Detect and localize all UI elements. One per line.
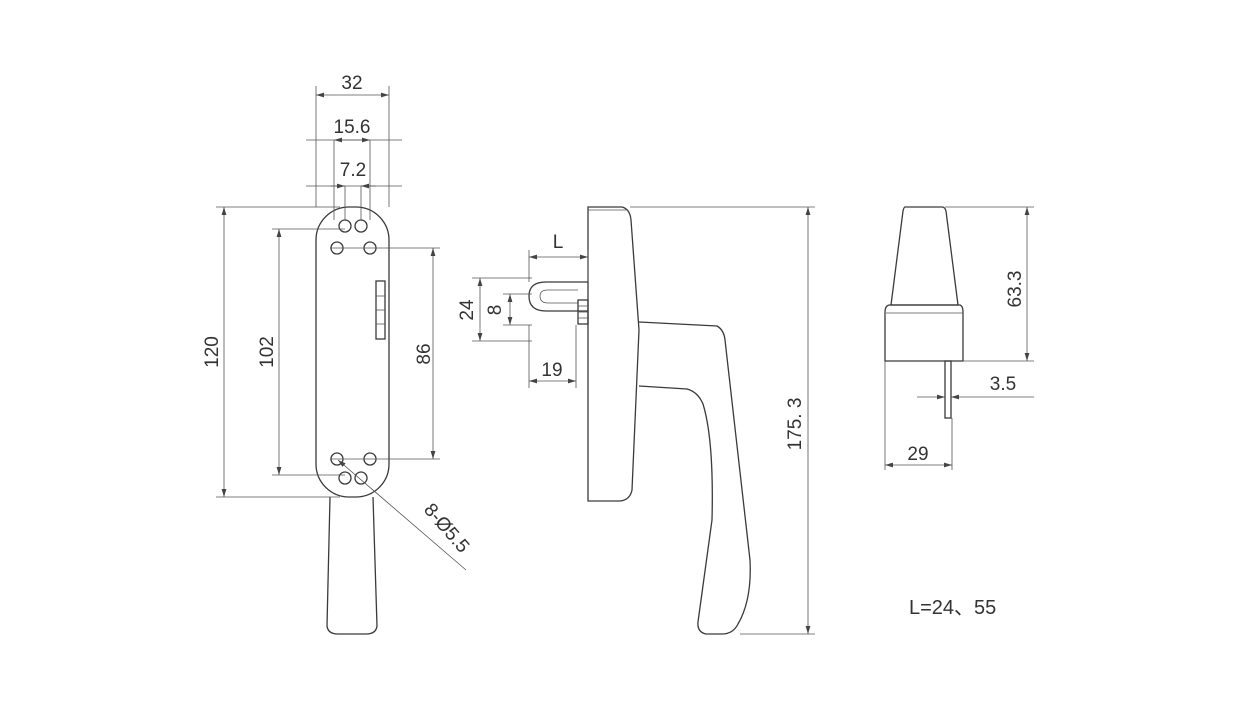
dim-32: 32	[341, 73, 362, 94]
screw-hole	[338, 219, 352, 233]
cap-outline	[890, 206, 959, 306]
dim-7-2: 7.2	[340, 160, 366, 181]
dim-175-3: 175. 3	[785, 398, 806, 451]
length-note: L=24、55	[909, 597, 996, 619]
backplate-outline	[315, 206, 390, 498]
dim-L: L	[553, 232, 564, 253]
side-plate-outline	[587, 206, 640, 502]
dim-19: 19	[541, 360, 562, 381]
dim-3-5: 3.5	[990, 374, 1016, 395]
spindle-inner	[539, 289, 578, 304]
dim-hole-callout: 8-Ø5.5	[419, 500, 473, 558]
dim-120: 120	[202, 336, 223, 368]
dim-8: 8	[485, 305, 506, 316]
dim-86: 86	[414, 343, 435, 364]
dim-15-6: 15.6	[334, 117, 371, 138]
pin-outline	[944, 360, 952, 419]
side-view: L 24 8 19 175. 3	[457, 206, 815, 635]
end-view: 63.3 3.5 29 L=24、55	[884, 206, 1034, 619]
dim-102: 102	[257, 336, 278, 368]
front-lever-outline	[326, 496, 378, 635]
front-view: 32 15.6 7.2 120 102 86 8-Ø5.5	[202, 73, 473, 635]
spindle-outline	[528, 281, 588, 312]
screw-hole	[354, 219, 368, 233]
screw-hole	[338, 471, 352, 485]
dim-29: 29	[907, 444, 928, 465]
side-lever-outline	[638, 321, 751, 635]
dim-24: 24	[457, 299, 478, 321]
dim-63-3: 63.3	[1005, 271, 1026, 308]
screw-hole	[354, 471, 368, 485]
